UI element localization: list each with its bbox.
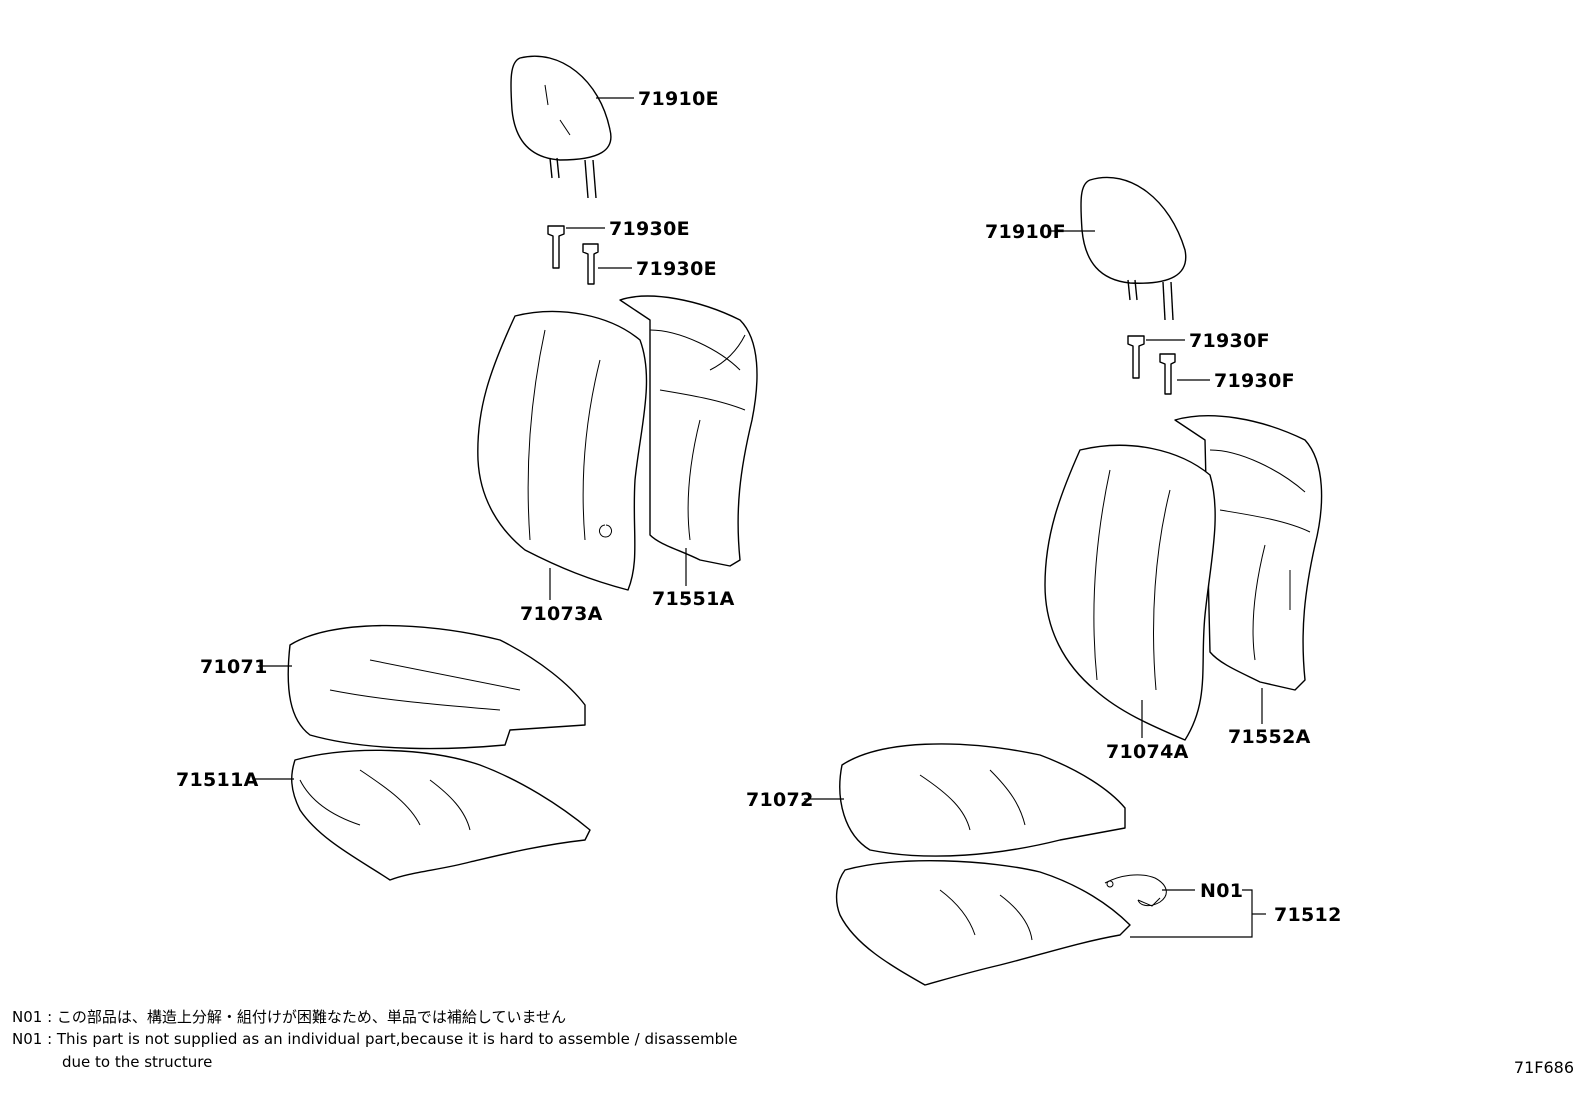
cushion-pad-right[interactable] (835, 860, 1131, 986)
cushion-pad-left[interactable] (291, 749, 591, 881)
label-71511A: 71511A (176, 769, 259, 791)
headrest-support-right-b[interactable] (1159, 353, 1176, 395)
label-71072: 71072 (746, 789, 814, 811)
label-71930F-b: 71930F (1214, 370, 1295, 392)
label-71551A: 71551A (652, 588, 735, 610)
note-english-line1: N01 : This part is not supplied as an in… (12, 1030, 738, 1048)
label-71930E-b: 71930E (636, 258, 717, 280)
leader-lines (254, 97, 1266, 938)
headrest-support-right-a[interactable] (1127, 335, 1145, 379)
headrest-right[interactable] (1080, 176, 1187, 321)
cushion-cover-right[interactable] (839, 743, 1126, 857)
label-71930E-a: 71930E (609, 218, 690, 240)
label-N01: N01 (1200, 880, 1243, 902)
label-71930F-a: 71930F (1189, 330, 1270, 352)
figure-id: 71F686 (1513, 1058, 1574, 1077)
headrest-support-left-b[interactable] (582, 243, 599, 285)
label-71512: 71512 (1274, 904, 1342, 926)
note-japanese: N01 : この部品は、構造上分解・組付けが困難なため、単品では補給していません (12, 1008, 567, 1026)
label-71074A: 71074A (1106, 741, 1189, 763)
cushion-cover-left[interactable] (287, 624, 586, 750)
label-71073A: 71073A (520, 603, 603, 625)
n01-wire-harness[interactable] (1104, 874, 1167, 907)
label-71910E: 71910E (638, 88, 719, 110)
label-71910F: 71910F (985, 221, 1066, 243)
label-71071: 71071 (200, 656, 268, 678)
label-71552A: 71552A (1228, 726, 1311, 748)
headrest-left[interactable] (510, 55, 612, 199)
headrest-support-left-a[interactable] (547, 225, 565, 269)
back-cover-left[interactable] (477, 310, 648, 591)
back-cover-right[interactable] (1044, 444, 1216, 741)
note-english-line2: due to the structure (62, 1053, 213, 1071)
